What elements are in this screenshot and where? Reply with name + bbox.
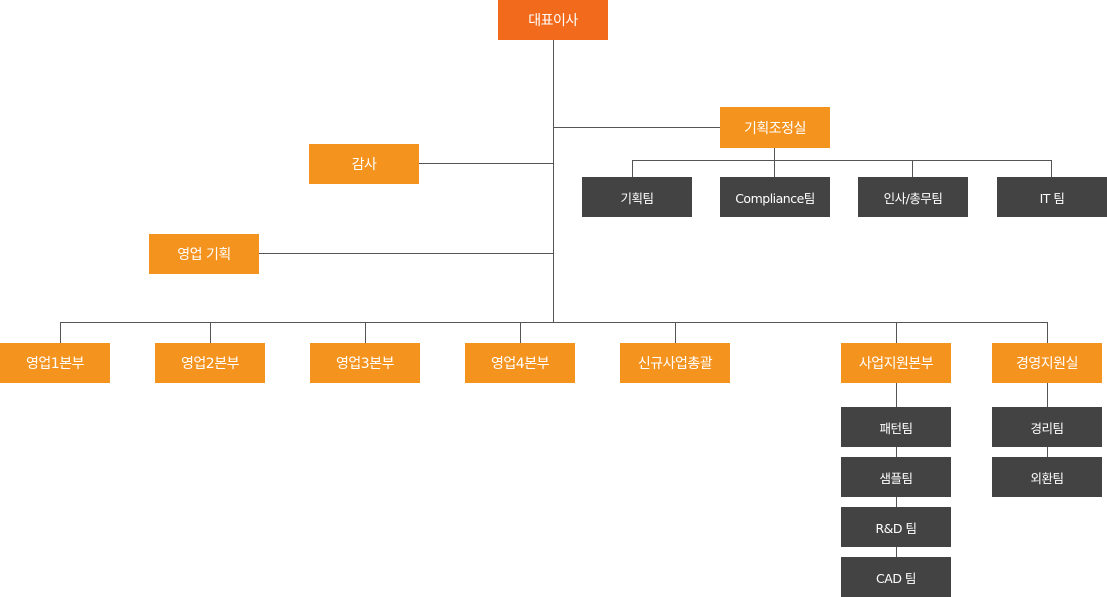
sales-planning-box: 영업 기획	[149, 234, 259, 274]
business-support-team-cad: CAD 팀	[841, 557, 951, 597]
business-support-team-rnd: R&D 팀	[841, 507, 951, 547]
connector-sales-planning	[259, 253, 553, 254]
business-support-team-sample: 샘플팀	[841, 457, 951, 497]
connector-division-7	[1047, 322, 1048, 343]
business-support-team-pattern: 패턴팀	[841, 407, 951, 447]
connector-planning-office	[553, 127, 720, 128]
management-support-team-accounting: 경리팀	[992, 407, 1102, 447]
division-business-support: 사업지원본부	[841, 343, 951, 383]
division-sales-4: 영업4본부	[465, 343, 575, 383]
connector-main-vertical	[553, 40, 554, 322]
office-team-it: IT 팀	[997, 177, 1107, 217]
division-sales-2: 영업2본부	[155, 343, 265, 383]
connector-division-1	[60, 322, 61, 343]
connector-division-3	[365, 322, 366, 343]
division-sales-3: 영업3본부	[310, 343, 420, 383]
office-team-hr: 인사/총무팀	[858, 177, 968, 217]
connector-division-5	[675, 322, 676, 343]
connector-division-2	[210, 322, 211, 343]
management-support-team-forex: 외환팀	[992, 457, 1102, 497]
connector-office-team-1	[632, 160, 633, 177]
connector-office-team-4	[1051, 160, 1052, 177]
planning-office-box: 기획조정실	[720, 107, 830, 148]
connector-audit	[419, 163, 553, 164]
division-management-support: 경영지원실	[992, 343, 1102, 383]
connector-office-team-2	[774, 160, 775, 177]
connector-office-bus	[632, 160, 1052, 161]
connector-division-bus	[60, 322, 1048, 323]
audit-box: 감사	[309, 144, 419, 184]
connector-division-4	[520, 322, 521, 343]
connector-office-team-3	[912, 160, 913, 177]
division-sales-1: 영업1본부	[0, 343, 110, 383]
division-new-business: 신규사업총괄	[620, 343, 730, 383]
office-team-planning: 기획팀	[582, 177, 692, 217]
connector-office-down	[774, 148, 775, 161]
office-team-compliance: Compliance팀	[720, 177, 830, 217]
ceo-box: 대표이사	[498, 0, 608, 40]
connector-division-6	[896, 322, 897, 343]
